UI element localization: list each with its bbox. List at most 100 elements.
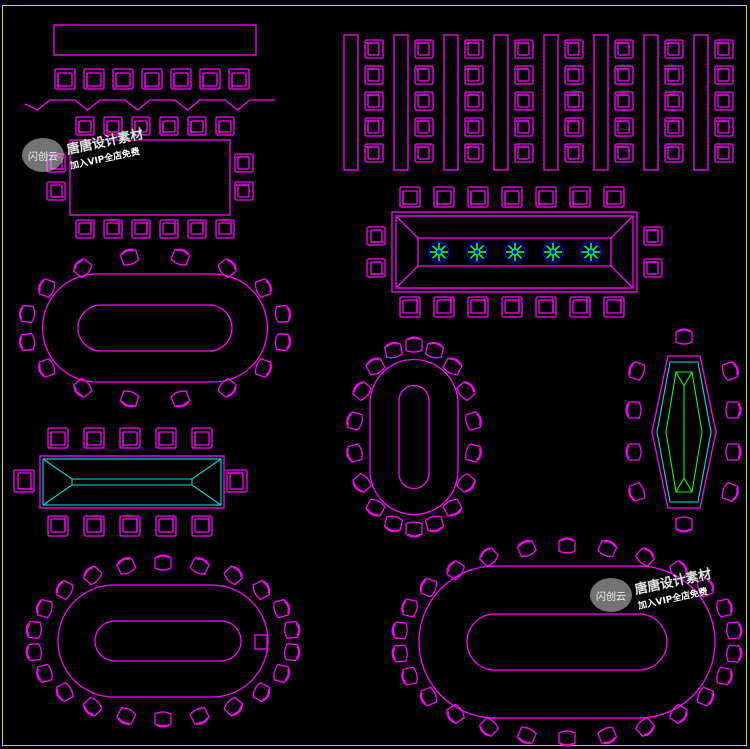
chair-icon: [614, 143, 634, 163]
chair-icon: [191, 515, 213, 537]
chair-icon: [365, 498, 386, 517]
chair-icon: [464, 65, 484, 85]
chair-icon: [346, 443, 363, 463]
chair-icon: [614, 39, 634, 59]
chair-icon: [725, 443, 742, 461]
chair-icon: [675, 328, 693, 345]
chair-icon: [721, 482, 739, 502]
table-top-outer: [391, 211, 638, 293]
chair-icon: [252, 579, 271, 601]
chair-icon: [170, 390, 191, 408]
chair-icon: [635, 717, 656, 737]
chair-icon: [501, 186, 523, 208]
chair-icon: [154, 554, 172, 571]
long-desk: [393, 34, 409, 171]
chair-icon: [405, 336, 423, 353]
chair-icon: [564, 117, 584, 137]
chair-icon: [442, 498, 463, 517]
chair-icon: [284, 643, 301, 662]
plant-icon: [580, 241, 602, 263]
chair-icon: [36, 598, 53, 619]
chair-icon: [401, 598, 418, 618]
chair-icon: [119, 390, 140, 408]
chair-icon: [714, 117, 734, 137]
vertical-oval-table: [346, 336, 482, 538]
lecture-layout: [24, 24, 275, 111]
zigzag-partition: [24, 99, 275, 111]
chair-icon: [352, 380, 372, 402]
chair-icon: [628, 361, 646, 381]
chair-icon: [467, 296, 489, 318]
chair-icon: [383, 341, 404, 359]
chair-icon: [284, 620, 301, 639]
chair-icon: [215, 219, 235, 239]
chair-icon: [726, 644, 743, 663]
chair-icon: [419, 686, 438, 707]
chair-icon: [442, 357, 463, 376]
long-desk: [643, 34, 659, 171]
chair-icon: [131, 219, 151, 239]
chair-icon: [155, 427, 177, 449]
chair-icon: [391, 621, 408, 640]
chair-icon: [721, 361, 739, 381]
chair-icon: [726, 621, 743, 640]
chair-icon: [189, 557, 210, 575]
oval-table-top: [41, 273, 269, 383]
chair-icon: [13, 469, 35, 493]
chair-icon: [446, 703, 465, 725]
chair-icon: [223, 696, 244, 717]
large-oval-table-bottom-right: [391, 537, 743, 747]
chair-icon: [366, 258, 386, 278]
chair-icon: [535, 296, 557, 318]
chair-icon: [83, 427, 105, 449]
oval-table-top: [57, 584, 269, 698]
chair-icon: [189, 707, 210, 725]
conference-table-with-plants: [366, 186, 663, 318]
chair-icon: [226, 469, 248, 493]
chair-icon: [625, 401, 642, 419]
chair-icon: [405, 521, 423, 538]
chair-icon: [664, 39, 684, 59]
chair-icon: [643, 226, 663, 246]
chair-icon: [399, 186, 421, 208]
chair-icon: [116, 557, 137, 575]
table-device: [254, 634, 268, 650]
frame-border: [2, 5, 747, 746]
chair-icon: [199, 68, 221, 90]
planter-strip: [417, 237, 612, 267]
chair-icon: [414, 143, 434, 163]
chair-icon: [217, 258, 237, 279]
oval-table-top: [369, 358, 459, 516]
chair-icon: [514, 65, 534, 85]
chair-icon: [716, 666, 733, 686]
chair-icon: [716, 598, 733, 618]
chair-icon: [514, 39, 534, 59]
chair-icon: [38, 278, 56, 298]
chair-icon: [664, 65, 684, 85]
long-desk: [343, 34, 359, 171]
chair-icon: [55, 579, 74, 601]
table-top: [69, 139, 231, 216]
long-desk: [693, 34, 709, 171]
chair-icon: [170, 68, 192, 90]
oval-meeting-table-left: [18, 248, 292, 408]
chair-icon: [414, 91, 434, 111]
chair-icon: [18, 304, 36, 324]
oval-table-inset: [94, 620, 242, 662]
chair-icon: [38, 358, 56, 378]
chair-icon: [464, 91, 484, 111]
chair-icon: [273, 663, 290, 684]
chair-icon: [465, 443, 482, 463]
chair-icon: [597, 539, 618, 558]
chair-icon: [364, 39, 384, 59]
plant-icon: [428, 241, 450, 263]
chair-icon: [364, 117, 384, 137]
chair-icon: [564, 65, 584, 85]
chair-icon: [55, 681, 74, 703]
chair-icon: [696, 686, 715, 707]
chair-icon: [365, 357, 386, 376]
chair-icon: [514, 117, 534, 137]
chair-icon: [516, 539, 537, 558]
classroom-desk-rows: [343, 34, 734, 171]
chair-icon: [569, 296, 591, 318]
